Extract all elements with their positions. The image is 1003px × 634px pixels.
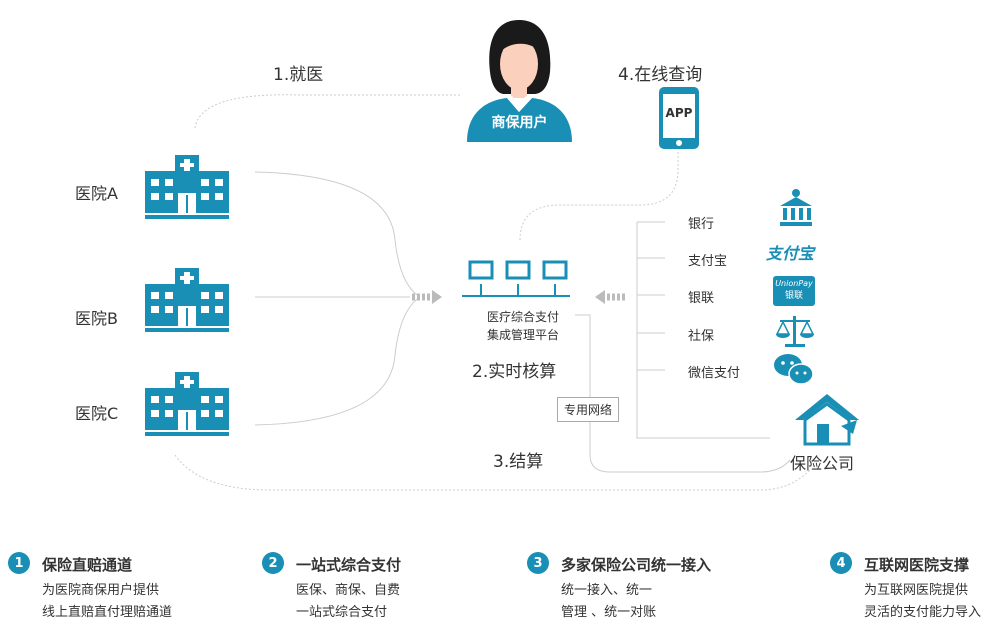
channel-alipay-label: 支付宝 [688,254,728,269]
feature-2-number: 2 [262,552,284,574]
feature-2-desc-line1: 医保、商保、自费 [296,583,401,598]
channel-social-security-label: 社保 [688,329,715,344]
feature-1-title: 保险直赔通道 [42,556,133,574]
feature-3-number: 3 [527,552,549,574]
feature-4-desc-line2: 灵活的支付能力导入 [864,605,982,620]
hospital-c-icon [145,372,229,436]
alipay-logo-icon: 支付宝 [766,244,815,263]
feature-1-desc-line2: 线上直赔直付理赔通道 [42,605,173,620]
platform-label-line2: 集成管理平台 [486,328,559,342]
platform-label-line1: 医疗综合支付 [486,310,559,324]
unionpay-logo-bottom: 银联 [784,291,803,301]
unionpay-logo-top: UnionPay [775,279,813,288]
insurance-company-house-icon [793,390,861,450]
feature-3-title: 多家保险公司统一接入 [561,556,712,574]
feature-2-desc-line2: 一站式综合支付 [296,605,388,620]
step-4-label: 4.在线查询 [618,65,703,85]
user-label: 商保用户 [491,115,548,131]
feature-2-title: 一站式综合支付 [296,556,402,574]
channel-bank-label: 银行 [688,217,715,232]
step-2-label: 2.实时核算 [472,362,557,382]
special-network-box: 专用网络 [557,397,620,422]
hospital-b-icon [145,268,229,332]
feature-4-desc-line1: 为互联网医院提供 [864,583,969,598]
hospital-c-label: 医院C [75,404,119,423]
feature-1-desc-line1: 为医院商保用户提供 [42,583,160,598]
feature-4-title: 互联网医院支撑 [864,556,970,574]
step-1-label: 1.就医 [273,65,324,85]
channel-wechat-pay-label: 微信支付 [688,366,741,381]
wechat-pay-icon [773,352,815,390]
step-3-label: 3.结算 [493,452,544,472]
user-figure: 商保用户 [462,12,577,142]
hospital-b-label: 医院B [75,309,118,328]
hospital-a-label: 医院A [75,184,118,203]
monitor-icons [468,260,568,280]
feature-3-desc-line1: 统一接入、统一 [561,583,653,598]
unionpay-logo-icon: UnionPay 银联 [773,276,815,306]
social-security-scale-icon [775,312,815,352]
bank-icon [778,188,814,232]
platform-monitors [468,260,578,286]
app-label: APP [665,106,693,120]
feature-3-desc-line2: 管理 、统一对账 [561,605,657,620]
feature-4-number: 4 [830,552,852,574]
phone-icon [659,87,699,149]
app-phone: APP [658,86,700,150]
channel-unionpay-label: 银联 [688,291,715,306]
hospital-a-icon [145,155,229,219]
feature-1-number: 1 [8,552,30,574]
features-row: 1 保险直赔通道 为医院商保用户提供 线上直赔直付理赔通道 2 一站式综合支付 … [0,540,1003,634]
user-avatar-icon [467,20,572,142]
insurance-company-label: 保险公司 [790,454,855,473]
